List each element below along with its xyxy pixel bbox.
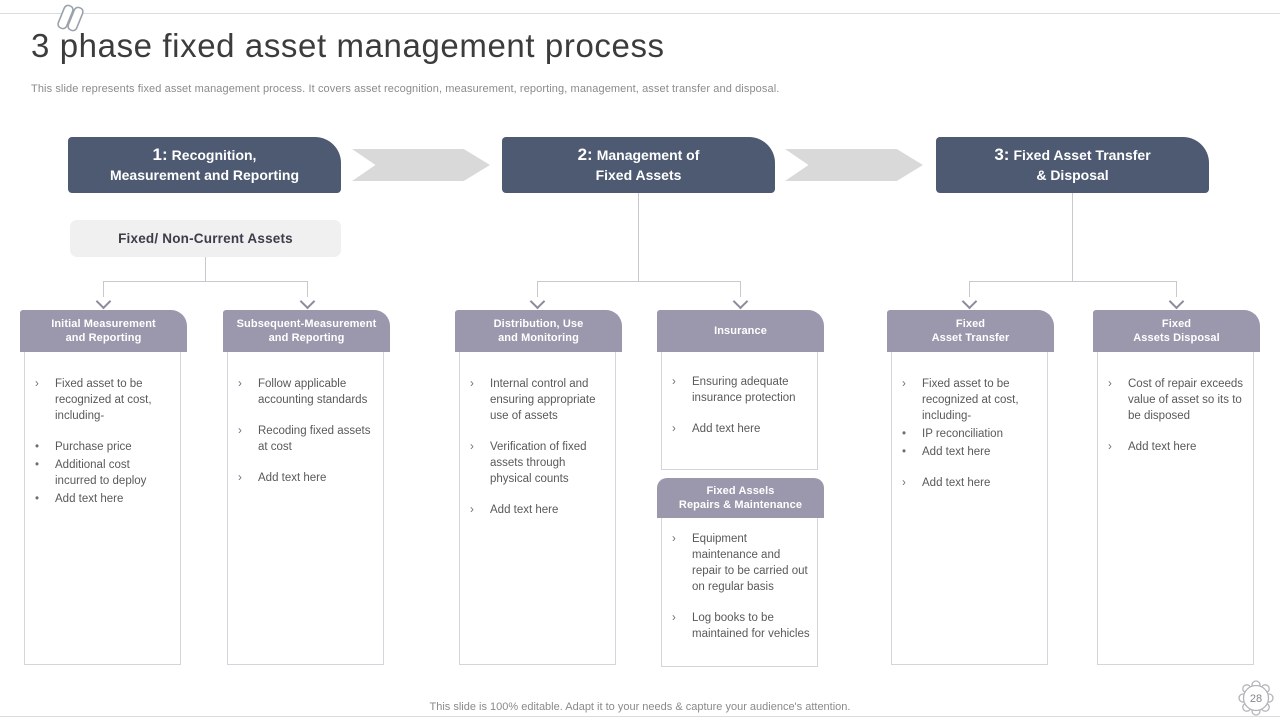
column-header: Insurance [657, 310, 824, 352]
list-item: ›Add text here [238, 472, 327, 484]
chevron-right-arrow-1 [352, 149, 490, 181]
page-title: 3 phase fixed asset management process [31, 27, 665, 64]
column-insurance: Insurance ›Ensuring adequate insurance p… [657, 310, 824, 470]
column-body: ›Follow applicable accounting standards … [227, 352, 384, 665]
connector-line [537, 281, 538, 297]
phase-1-header: 1:Recognition, Measurement and Reporting [68, 137, 341, 193]
column-header: Fixed Assels Repairs & Maintenance [657, 478, 824, 518]
column-fixed-assets-disposal: Fixed Assets Disposal ›Cost of repair ex… [1093, 310, 1260, 665]
list-item: •IP reconciliation [902, 428, 1003, 440]
footer-note: This slide is 100% editable. Adapt it to… [429, 701, 851, 713]
column-header: Fixed Assets Disposal [1093, 310, 1260, 352]
column-body: ›Fixed asset to be recognized at cost, i… [24, 352, 181, 665]
list-item: ›Cost of repair exceeds value of asset s… [1108, 378, 1244, 422]
column-body: ›Internal control and ensuring appropria… [459, 352, 616, 665]
list-item: ›Follow applicable accounting standards [238, 378, 368, 406]
phase-1-line1: 1:Recognition, [152, 145, 257, 164]
phase-3-line2: & Disposal [1036, 167, 1109, 183]
phase-1-number: 1: [152, 145, 168, 164]
column-header: Distribution, Use and Monitoring [455, 310, 622, 352]
list-item: ›Add text here [470, 504, 559, 516]
connector-line [103, 281, 307, 282]
list-item: ›Verification of fixed assets through ph… [470, 441, 587, 485]
list-item: ›Equipment maintenance and repair to be … [672, 533, 808, 593]
phase-2-number: 2: [577, 145, 593, 164]
connector-line [740, 281, 741, 297]
chevron-down-arrowhead [961, 293, 978, 310]
column-subsequent-measurement: Subsequent-Measurement and Reporting ›Fo… [223, 310, 390, 665]
connector-line [969, 281, 1176, 282]
connector-line [1072, 193, 1073, 281]
list-item: ›Fixed asset to be recognized at cost, i… [35, 378, 152, 422]
chevron-down-arrowhead [95, 293, 112, 310]
connector-line [103, 281, 104, 297]
fixed-non-current-assets-label: Fixed/ Non-Current Assets [70, 220, 341, 257]
column-header: Subsequent-Measurement and Reporting [223, 310, 390, 352]
chevron-down-arrowhead [1168, 293, 1185, 310]
paperclip-icon [50, 1, 96, 40]
page-subtitle: This slide represents fixed asset manage… [31, 83, 780, 95]
top-divider [0, 13, 1280, 14]
gear-icon: 28 [1238, 680, 1274, 720]
column-initial-measurement: Initial Measurement and Reporting ›Fixed… [20, 310, 187, 665]
phase-1-line2: Measurement and Reporting [109, 167, 300, 183]
list-item: ›Fixed asset to be recognized at cost, i… [902, 378, 1019, 422]
chevron-down-arrowhead [529, 293, 546, 310]
column-body: ›Ensuring adequate insurance protection … [661, 352, 818, 470]
column-distribution-use-monitoring: Distribution, Use and Monitoring ›Intern… [455, 310, 622, 665]
list-item: ›Add text here [1108, 441, 1197, 453]
column-body: ›Equipment maintenance and repair to be … [661, 518, 818, 667]
list-item: ›Internal control and ensuring appropria… [470, 378, 596, 422]
page-number: 28 [1250, 693, 1262, 705]
column-repairs-maintenance: Fixed Assels Repairs & Maintenance ›Equi… [657, 478, 824, 667]
list-item: ›Add text here [902, 477, 991, 489]
bottom-divider [0, 716, 1280, 717]
connector-line [205, 257, 206, 281]
chevron-right-arrow-2 [785, 149, 923, 181]
phase-3-header: 3:Fixed Asset Transfer & Disposal [936, 137, 1209, 193]
list-item: •Additional cost incurred to deploy [35, 459, 147, 487]
column-header: Fixed Asset Transfer [887, 310, 1054, 352]
phase-3-line1: 3:Fixed Asset Transfer [994, 145, 1151, 164]
list-item: ›Ensuring adequate insurance protection [672, 376, 796, 404]
phase-2-line2: Fixed Assets [595, 167, 682, 183]
phase-2-header: 2:Management of Fixed Assets [502, 137, 775, 193]
phase-2-line1: 2:Management of [577, 145, 700, 164]
column-body: ›Fixed asset to be recognized at cost, i… [891, 352, 1048, 665]
column-body: ›Cost of repair exceeds value of asset s… [1097, 352, 1254, 665]
list-item: ›Recoding fixed assets at cost [238, 425, 371, 453]
connector-line [969, 281, 970, 297]
connector-line [1176, 281, 1177, 297]
list-item: •Purchase price [35, 441, 132, 453]
chevron-down-arrowhead [732, 293, 749, 310]
phase-3-number: 3: [994, 145, 1010, 164]
connector-line [537, 281, 740, 282]
column-header: Initial Measurement and Reporting [20, 310, 187, 352]
connector-line [638, 193, 639, 281]
chevron-down-arrowhead [299, 293, 316, 310]
list-item: •Add text here [35, 493, 124, 505]
list-item: ›Log books to be maintained for vehicles [672, 612, 810, 640]
column-fixed-asset-transfer: Fixed Asset Transfer ›Fixed asset to be … [887, 310, 1054, 665]
list-item: ›Add text here [672, 423, 761, 435]
connector-line [307, 281, 308, 297]
list-item: •Add text here [902, 446, 991, 458]
